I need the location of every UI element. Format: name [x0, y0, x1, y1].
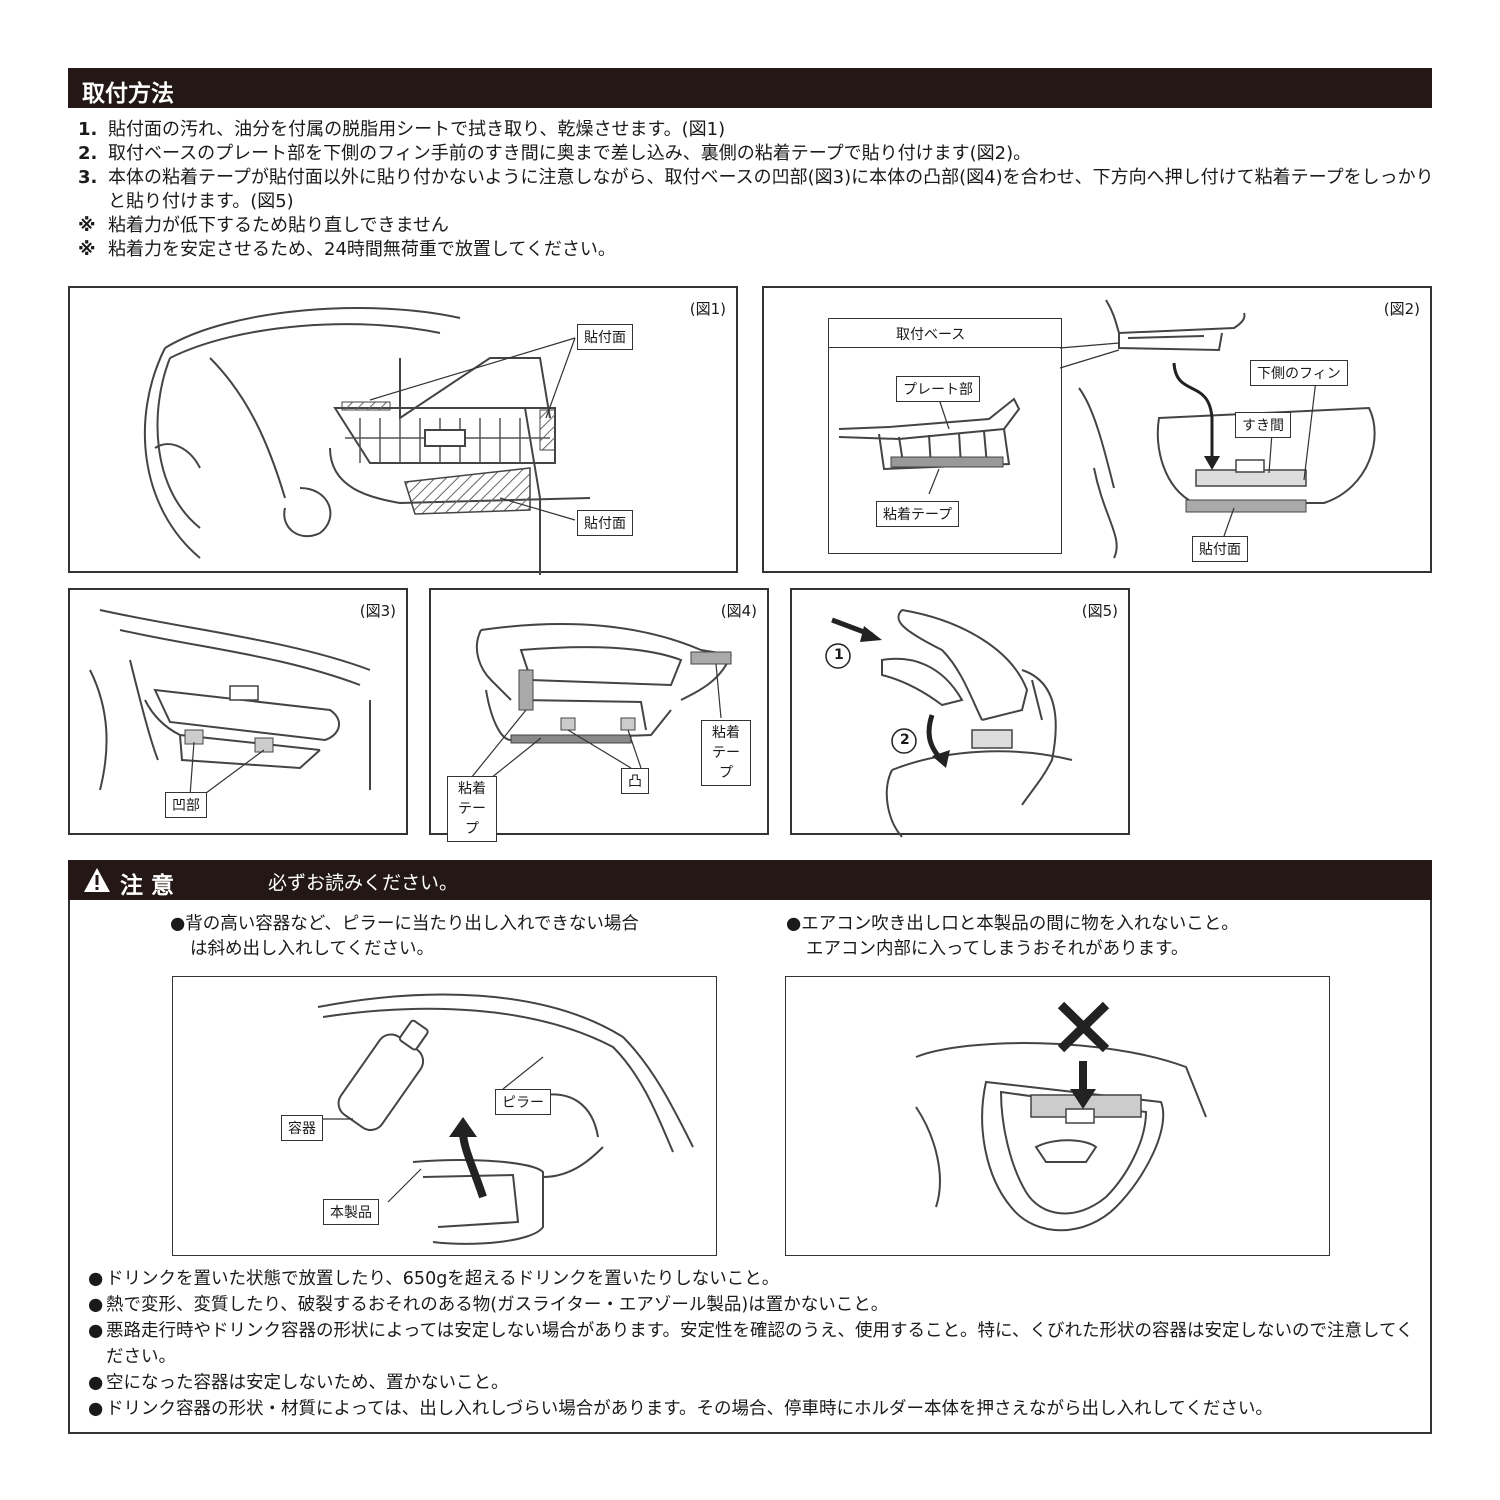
figure-4-illustration: [470, 623, 732, 779]
caution-callout-product: 本製品: [323, 1199, 379, 1225]
caution-callout-container: 容器: [281, 1115, 323, 1141]
bullet-dot-icon: ●: [88, 1321, 104, 1341]
bullet-dot-icon: ●: [88, 1399, 104, 1419]
caution-bullet-text: 空になった容器は安定しないため、置かないこと。: [106, 1373, 509, 1393]
fig5-step-1: 1: [834, 647, 844, 663]
step-row: 1. 貼付面の汚れ、油分を付属の脱脂用シートで拭き取り、乾燥させます。(図1): [78, 118, 1438, 142]
fig2-callout-lower-fin: 下側のフィン: [1250, 360, 1348, 386]
fig2-callout-tape: 粘着テープ: [876, 501, 960, 527]
warning-icon: [84, 868, 110, 892]
fig2-callout-gap: すき間: [1235, 412, 1291, 438]
figure-5-illustration: [825, 609, 1073, 838]
figure-1-illustration: [143, 307, 591, 575]
fig4-callout-tape-right-line1: 粘着: [712, 725, 740, 741]
caution-bullet-text: 熱で変形、変質したり、破裂するおそれのある物(ガスライター・エアゾール製品)は置…: [106, 1295, 889, 1315]
fig2-callout-surface: 貼付面: [1192, 536, 1248, 562]
caution-bullet: ●熱で変形、変質したり、破裂するおそれのある物(ガスライター・エアゾール製品)は…: [88, 1292, 1428, 1318]
caution-bullet-text: 悪路走行時やドリンク容器の形状によっては安定しない場合があります。安定性を確認の…: [106, 1321, 1414, 1367]
caution-bullet-list: ●ドリンクを置いた状態で放置したり、650gを超えるドリンクを置いたりしないこと…: [88, 1266, 1428, 1422]
step-number: 2.: [78, 143, 98, 164]
step-number: 1.: [78, 119, 98, 140]
step-row: 2. 取付ベースのプレート部を下側のフィン手前のすき間に奥まで差し込み、裏側の粘着…: [78, 142, 1438, 166]
figure-5-panel: 1 2 (図5): [790, 588, 1130, 838]
fig2-inset-illustration: [838, 397, 1021, 495]
caution-header: 注 意 必ずお読みください。: [68, 860, 1432, 900]
install-heading: 取付方法: [82, 81, 174, 107]
vent-gap-illustration: [915, 1001, 1207, 1232]
fig2-callout-plate: プレート部: [896, 376, 980, 402]
caution-left-image: 容器 ピラー 本製品: [172, 976, 717, 1256]
figure-3-illustration: [89, 609, 371, 797]
figure-5-label: (図5): [1081, 602, 1118, 620]
fig3-callout-recess: 凹部: [165, 792, 207, 818]
step-row: 3. 本体の粘着テープが貼付面以外に貼り付かないように注意しながら、取付ベースの凹…: [78, 166, 1438, 214]
figure-2-panel: (図2) 取付ベース プレート部 粘着テープ 下側のフィン すき間 貼付面: [762, 286, 1432, 573]
caution-bullet: ●ドリンク容器の形状・材質によっては、出し入れしづらい場合があります。その場合、…: [88, 1396, 1428, 1422]
caution-bullet-text: ドリンクを置いた状態で放置したり、650gを超えるドリンクを置いたりしないこと。: [106, 1269, 780, 1289]
prohibited-x-icon: [1057, 1001, 1110, 1053]
figure-3-panel: (図3) 凹部: [68, 588, 408, 835]
caution-right-note-line2: エアコン内部に入ってしまうおそれがあります。: [806, 939, 1189, 959]
caution-right-note: ●エアコン吹き出し口と本製品の間に物を入れないこと。 エアコン内部に入ってしまう…: [786, 912, 1239, 962]
step-text: 貼付面の汚れ、油分を付属の脱脂用シートで拭き取り、乾燥させます。(図1): [108, 119, 726, 140]
fig5-step-2: 2: [900, 732, 910, 748]
install-steps: 1. 貼付面の汚れ、油分を付属の脱脂用シートで拭き取り、乾燥させます。(図1) 2…: [78, 118, 1438, 262]
caution-right-image: [785, 976, 1330, 1256]
caution-title: 注 意: [120, 873, 175, 899]
figure-3-label: (図3): [359, 602, 396, 620]
bullet-dot-icon: ●: [88, 1269, 104, 1289]
install-header: 取付方法: [68, 68, 1432, 108]
step-number: 3.: [78, 167, 98, 188]
caution-left-note-line1: ●背の高い容器など、ピラーに当たり出し入れできない場合: [170, 914, 639, 934]
step-number: ※: [78, 239, 96, 260]
figure-1-label: (図1): [689, 300, 726, 318]
bullet-dot-icon: ●: [88, 1295, 104, 1315]
caution-left-note-line2: は斜め出し入れしてください。: [190, 939, 434, 959]
step-row: ※ 粘着力を安定させるため、24時間無荷重で放置してください。: [78, 238, 1438, 262]
figure-4-label: (図4): [720, 602, 757, 620]
caution-left-note: ●背の高い容器など、ピラーに当たり出し入れできない場合 は斜め出し入れしてくださ…: [170, 912, 639, 962]
fig4-callout-tape-left-line2: テープ: [458, 801, 486, 837]
fig2-inset-frame: [828, 318, 1062, 554]
caution-bullet: ●空になった容器は安定しないため、置かないこと。: [88, 1370, 1428, 1396]
caution-callout-pillar: ピラー: [495, 1089, 551, 1115]
step-row: ※ 粘着力が低下するため貼り直しできません: [78, 214, 1438, 238]
step-number: ※: [78, 215, 96, 236]
fig2-inset-title: 取付ベース: [896, 327, 966, 343]
fig2-inset-title-bar: [829, 319, 1061, 348]
figure-2-illustration: [1059, 299, 1376, 559]
fig4-callout-tape-left: 粘着 テープ: [447, 776, 497, 842]
caution-bullet-text: ドリンク容器の形状・材質によっては、出し入れしづらい場合があります。その場合、停…: [106, 1399, 1273, 1419]
fig4-callout-tape-right-line2: テープ: [712, 745, 740, 781]
fig1-callout-surface-bottom: 貼付面: [577, 510, 633, 536]
caution-bullet: ●悪路走行時やドリンク容器の形状によっては安定しない場合があります。安定性を確認…: [88, 1318, 1428, 1370]
step-text: 粘着力を安定させるため、24時間無荷重で放置してください。: [108, 239, 616, 260]
fig1-callout-surface-top: 貼付面: [577, 324, 633, 350]
fig4-callout-tape-left-line1: 粘着: [458, 781, 486, 797]
step-text: 本体の粘着テープが貼付面以外に貼り付かないように注意しながら、取付ベースの凹部(…: [108, 167, 1434, 212]
fig4-callout-protrusion: 凸: [621, 768, 649, 794]
bullet-dot-icon: ●: [88, 1373, 104, 1393]
caution-bullet: ●ドリンクを置いた状態で放置したり、650gを超えるドリンクを置いたりしないこと…: [88, 1266, 1428, 1292]
figure-4-panel: (図4) 粘着 テープ 粘着 テープ 凸: [429, 588, 769, 842]
caution-right-note-line1: ●エアコン吹き出し口と本製品の間に物を入れないこと。: [786, 914, 1239, 934]
fig4-callout-tape-right: 粘着 テープ: [701, 720, 751, 786]
step-text: 粘着力が低下するため貼り直しできません: [108, 215, 449, 236]
step-text: 取付ベースのプレート部を下側のフィン手前のすき間に奥まで差し込み、裏側の粘着テー…: [108, 143, 1032, 164]
tilted-insertion-illustration: [317, 993, 694, 1245]
figure-2-label: (図2): [1383, 300, 1420, 318]
figure-1-panel: (図1) 貼付面 貼付面: [68, 286, 738, 575]
caution-subtitle: 必ずお読みください。: [268, 872, 459, 894]
bottle-icon: [337, 1019, 429, 1131]
